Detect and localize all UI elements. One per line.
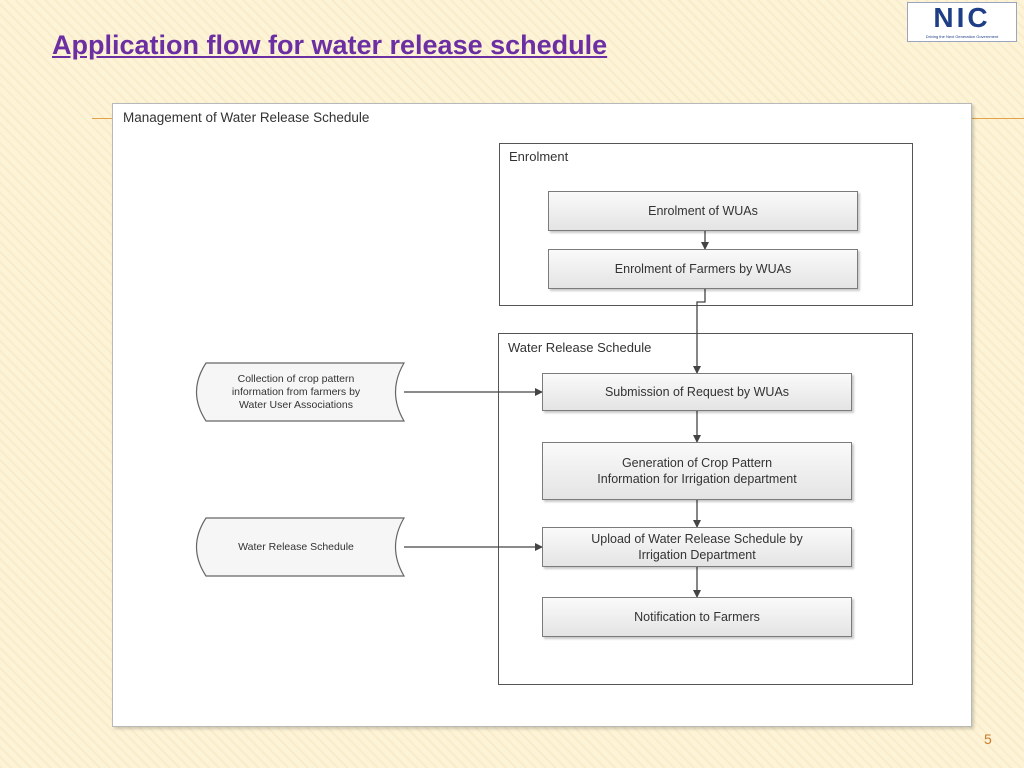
data-store-crop-pattern: Collection of crop pattern information f… <box>186 362 406 422</box>
diagram-title: Management of Water Release Schedule <box>123 110 370 125</box>
slide-title: Application flow for water release sched… <box>52 30 608 60</box>
step-generation-of-crop-pattern: Generation of Crop Pattern Information f… <box>542 442 852 500</box>
data-store-label: Collection of crop pattern information f… <box>231 372 361 411</box>
step-upload-of-schedule: Upload of Water Release Schedule by Irri… <box>542 527 852 567</box>
step-notification-to-farmers: Notification to Farmers <box>542 597 852 637</box>
step-label: Submission of Request by WUAs <box>604 385 790 399</box>
arrow-enrolment-to-submission <box>693 289 706 374</box>
decorative-rule-left <box>92 118 114 119</box>
decorative-rule-right <box>972 118 1024 119</box>
logo-tagline: Driving the Next Generation Government <box>925 34 999 39</box>
logo-wordmark: NIC <box>914 2 1010 34</box>
stored-data-shape <box>196 362 406 422</box>
step-label: Generation of Crop Pattern Information f… <box>597 456 797 486</box>
step-label: Enrolment of WUAs <box>648 204 758 218</box>
data-store-water-release-schedule: Water Release Schedule <box>186 517 406 577</box>
step-enrolment-of-farmers: Enrolment of Farmers by WUAs <box>548 249 858 289</box>
step-label: Notification to Farmers <box>634 610 760 624</box>
water-release-group-title: Water Release Schedule <box>508 340 652 355</box>
page-number: 5 <box>984 731 992 747</box>
data-store-label: Water Release Schedule <box>238 540 354 553</box>
stored-data-shape <box>196 517 406 577</box>
step-enrolment-of-wuas: Enrolment of WUAs <box>548 191 858 231</box>
step-submission-of-request: Submission of Request by WUAs <box>542 373 852 411</box>
enrolment-group-title: Enrolment <box>509 149 569 164</box>
step-label: Enrolment of Farmers by WUAs <box>614 262 792 276</box>
nic-logo: NIC Driving the Next Generation Governme… <box>907 2 1017 42</box>
step-label: Upload of Water Release Schedule by Irri… <box>591 532 803 562</box>
